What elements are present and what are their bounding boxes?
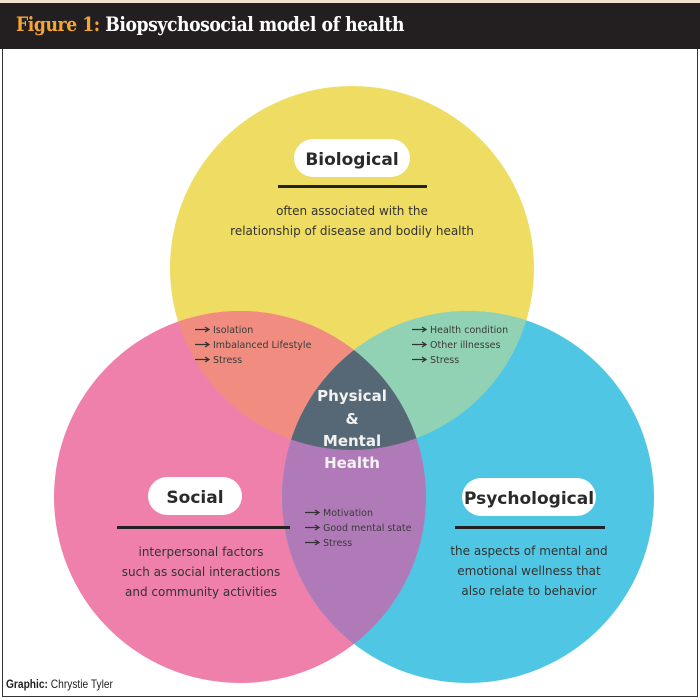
social-psych-item: Stress (323, 538, 352, 549)
top-rule (0, 0, 700, 3)
biological-desc-1: often associated with the (276, 204, 428, 218)
center-overlap (282, 311, 426, 450)
biological-pill (294, 139, 410, 177)
arrow-icon (195, 341, 211, 348)
psychological-desc-1: the aspects of mental and (450, 544, 607, 558)
social-desc-2: such as social interactions (122, 565, 280, 579)
credit-name: Chrystie Tyler (50, 677, 113, 691)
social-psych-item: Motivation (323, 508, 373, 519)
bio-psych-item: Other illnesses (430, 340, 501, 351)
social-psych-item: Good mental state (323, 523, 412, 534)
bio-social-item: Isolation (213, 325, 253, 336)
social-divider (117, 526, 290, 529)
psychological-pill (462, 478, 596, 516)
bio-psych-item: Health condition (430, 325, 508, 336)
arrow-icon (412, 326, 428, 333)
psychological-desc-3: also relate to behavior (461, 584, 596, 598)
social-pill (148, 477, 242, 515)
psychological-divider (455, 526, 605, 529)
figure-frame (2, 49, 698, 697)
social-label: Social (166, 488, 223, 508)
figure-title: Figure 1: Biopsychosocial model of healt… (16, 12, 405, 36)
psychological-label: Psychological (464, 489, 594, 509)
arrow-icon (305, 524, 321, 531)
bio-social-item: Imbalanced Lifestyle (213, 340, 312, 351)
figure-header: Figure 1: Biopsychosocial model of healt… (0, 3, 700, 49)
biological-label: Biological (305, 150, 398, 170)
center-line-2: & (345, 410, 358, 428)
arrow-icon (305, 539, 321, 546)
center-line-1: Physical (317, 387, 387, 405)
arrow-icon (412, 341, 428, 348)
biological-divider (278, 185, 427, 188)
center-line-4: Health (324, 454, 380, 472)
arrow-icon (195, 356, 211, 363)
figure-label: Figure 1: (16, 12, 100, 36)
graphic-credit: Graphic: Chrystie Tyler (6, 677, 113, 691)
arrow-icon (412, 356, 428, 363)
figure-title-text: Biopsychosocial model of health (105, 12, 405, 36)
psychological-desc-2: emotional wellness that (457, 564, 601, 578)
social-desc-3: and community activities (125, 585, 277, 599)
social-desc-1: interpersonal factors (138, 545, 263, 559)
arrow-icon (305, 509, 321, 516)
credit-label: Graphic: (6, 677, 48, 691)
biological-desc-2: relationship of disease and bodily healt… (230, 224, 474, 238)
arrow-icon (195, 326, 211, 333)
bio-psych-item: Stress (430, 355, 459, 366)
bio-social-item: Stress (213, 355, 242, 366)
center-line-3: Mental (323, 432, 381, 450)
